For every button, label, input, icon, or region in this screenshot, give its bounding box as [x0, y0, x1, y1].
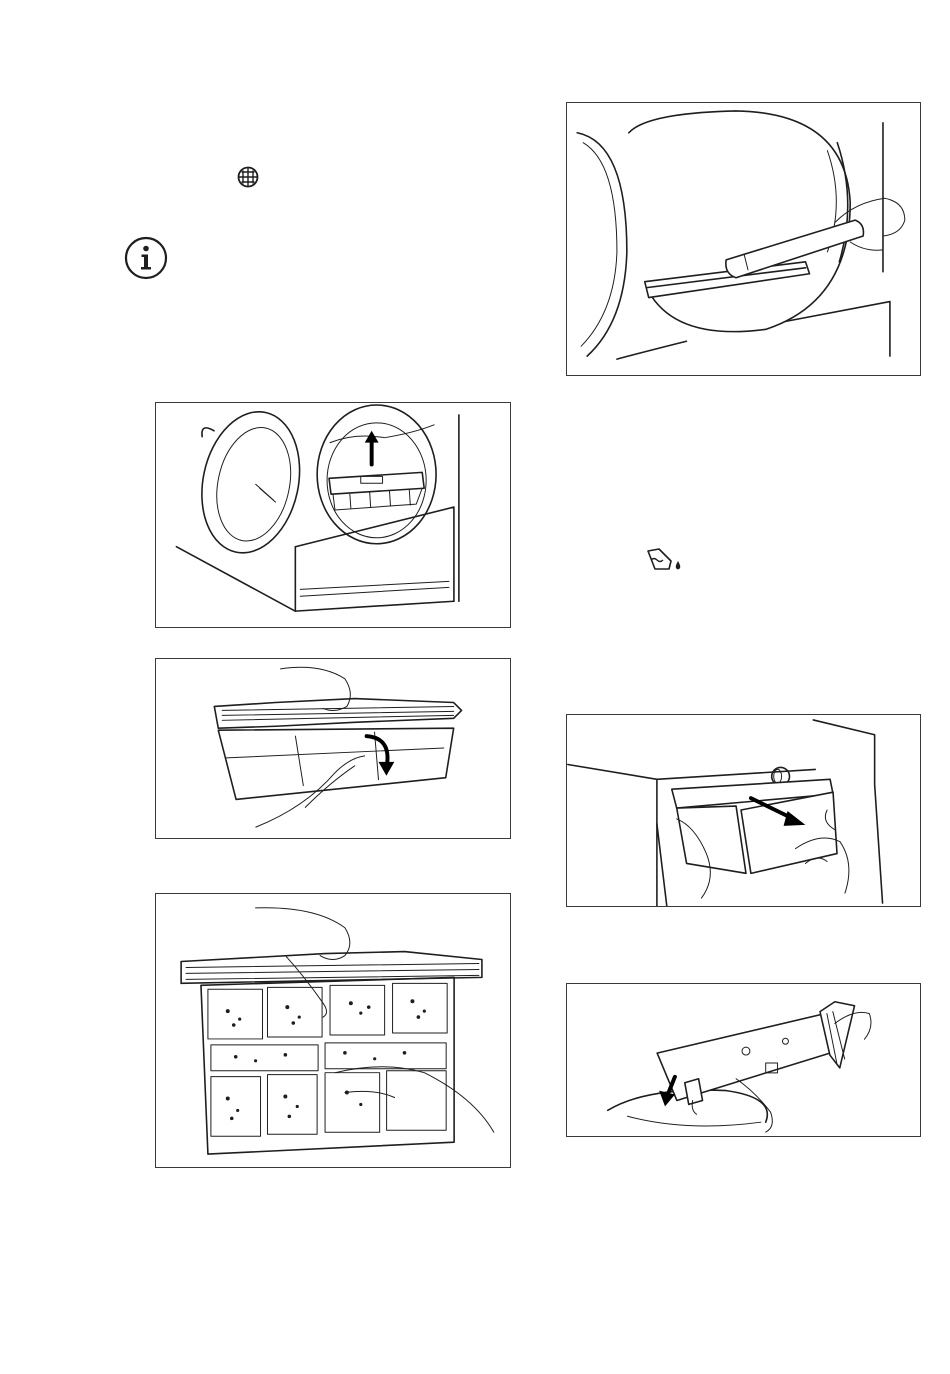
filter-grid-icon [237, 166, 259, 188]
figure-pull-container [566, 714, 921, 907]
figure-empty-container [566, 983, 921, 1137]
info-circle-icon [124, 236, 168, 280]
figure-lift-filter [155, 402, 511, 628]
figure-open-filter [155, 658, 511, 839]
figure-vacuum-slot [566, 102, 921, 376]
figure-filter-lint [155, 893, 511, 1168]
water-container-icon [645, 547, 687, 575]
